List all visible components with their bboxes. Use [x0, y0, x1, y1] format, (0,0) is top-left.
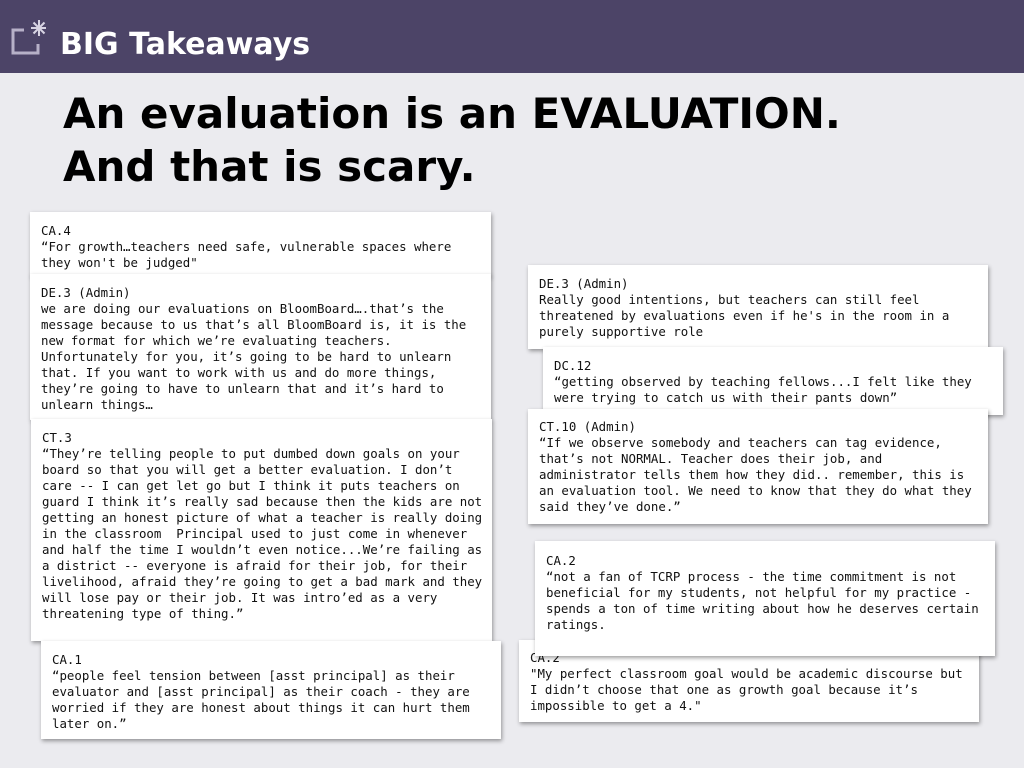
quote-text: “They’re telling people to put dumbed do…: [42, 446, 490, 621]
headline-line-2: And that is scary.: [63, 142, 476, 191]
quote-source-code: CA.4: [41, 223, 71, 238]
quote-text: “For growth…teachers need safe, vulnerab…: [41, 239, 459, 270]
quote-text: “If we observe somebody and teachers can…: [539, 435, 980, 514]
quote-text: “not a fan of TCRP process - the time co…: [546, 569, 987, 632]
slide-section-title: BIG Takeaways: [60, 27, 311, 62]
quote-source-code: CA.1: [52, 652, 82, 667]
headline-line-1: An evaluation is an EVALUATION.: [63, 89, 841, 138]
quote-source-code: CT.10 (Admin): [539, 419, 636, 434]
slide-header: BIG Takeaways: [0, 0, 1024, 73]
quote-text: "My perfect classroom goal would be acad…: [530, 666, 971, 713]
quote-card: CA.2 “not a fan of TCRP process - the ti…: [535, 541, 995, 656]
quote-card: DE.3 (Admin) Really good intentions, but…: [528, 265, 988, 349]
quote-card: CA.1 “people feel tension between [asst …: [41, 641, 501, 739]
slide-headline: An evaluation is an EVALUATION. And that…: [63, 87, 1003, 193]
quote-source-code: DE.3 (Admin): [539, 276, 629, 291]
quote-source-code: CT.3: [42, 430, 72, 445]
quote-card: CA.4 “For growth…teachers need safe, vul…: [30, 212, 491, 276]
quote-card: CT.10 (Admin) “If we observe somebody an…: [528, 409, 988, 524]
quote-card: DC.12 “getting observed by teaching fell…: [543, 347, 1003, 415]
quote-source-code: CA.2: [546, 553, 576, 568]
quote-card: DE.3 (Admin) we are doing our evaluation…: [30, 274, 491, 420]
quote-card: CT.3 “They’re telling people to put dumb…: [31, 419, 492, 641]
quote-source-code: DC.12: [554, 358, 592, 373]
quote-text: we are doing our evaluations on BloomBoa…: [41, 301, 474, 412]
quote-text: “getting observed by teaching fellows...…: [554, 374, 980, 405]
quote-source-code: DE.3 (Admin): [41, 285, 131, 300]
quote-text: Really good intentions, but teachers can…: [539, 292, 957, 339]
quote-text: “people feel tension between [asst princ…: [52, 668, 478, 731]
presentation-frame-icon: [11, 20, 46, 55]
